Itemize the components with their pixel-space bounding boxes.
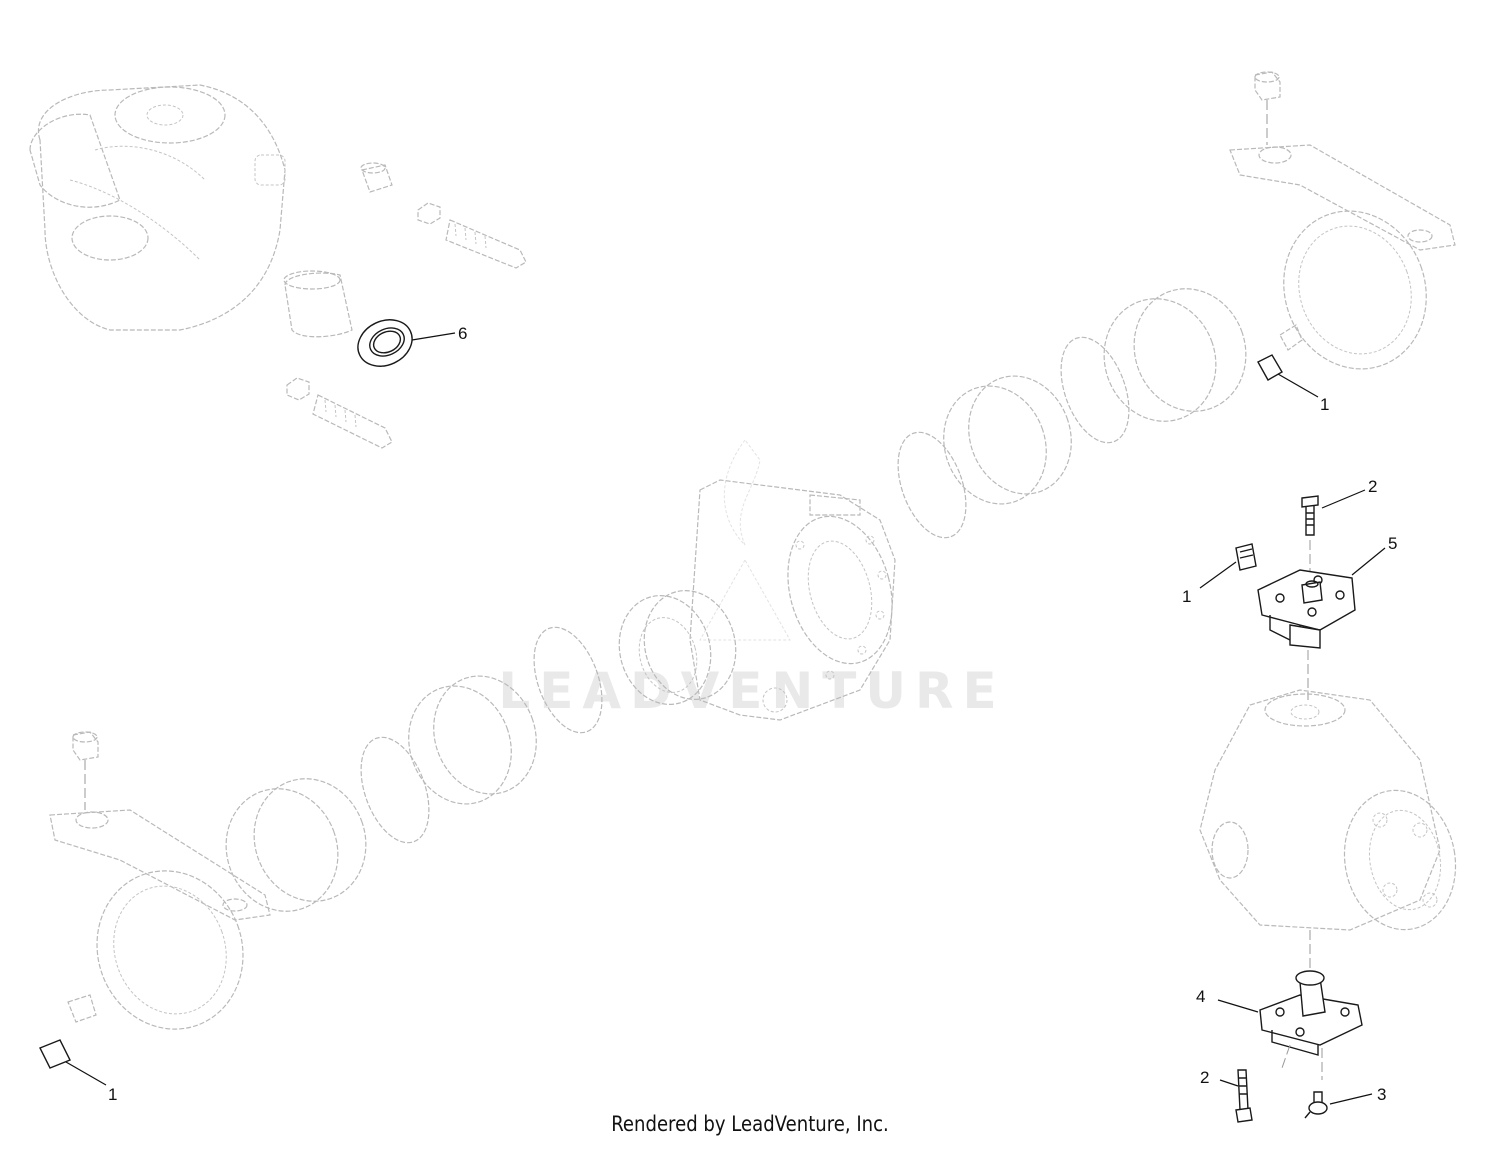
grease-fitting-right [1235, 543, 1257, 571]
bushing-small [360, 162, 393, 193]
axle-rings-upper [897, 288, 1247, 539]
lower-left-grease-fitting [39, 994, 97, 1069]
upper-king-pin-cap [1257, 569, 1356, 649]
axle-rings-lower [225, 626, 603, 912]
callout-1-upper-right: 1 [1277, 373, 1329, 414]
callout-label: 2 [1368, 477, 1377, 496]
callout-1-right: 1 [1182, 561, 1237, 606]
upper-right-steering-arm [1229, 71, 1456, 370]
lower-king-pin-cap [1259, 970, 1363, 1056]
watermark-text: LEADVENTURE [498, 662, 1005, 720]
callout-label: 1 [108, 1085, 117, 1104]
centerline-bottom [1281, 1044, 1323, 1080]
render-credit: Rendered by LeadVenture, Inc. [611, 1112, 889, 1136]
callout-label: 5 [1388, 534, 1397, 553]
lower-bolt-right [1235, 1069, 1253, 1123]
callout-2-bottom: 2 [1200, 1068, 1239, 1087]
lower-left-steering-arm [49, 731, 271, 1030]
callout-5: 5 [1351, 534, 1397, 576]
callout-1-lower-left: 1 [65, 1061, 117, 1104]
upper-bolt [417, 202, 527, 269]
callout-2-top: 2 [1321, 477, 1377, 509]
large-bushing [283, 270, 353, 338]
callout-label: 2 [1200, 1068, 1209, 1087]
upper-right-grease-fitting [1257, 324, 1303, 381]
upper-left-knuckle [29, 84, 286, 331]
callout-label: 1 [1182, 587, 1191, 606]
seal-ring [357, 319, 413, 367]
differential-housing [618, 479, 896, 721]
grease-fitting-bottom [1304, 1091, 1328, 1119]
callout-label: 3 [1377, 1085, 1386, 1104]
lower-bolt [286, 377, 393, 449]
right-steering-knuckle [1199, 689, 1457, 931]
callout-3: 3 [1329, 1085, 1386, 1105]
watermark: LEADVENTURE [498, 439, 1005, 720]
callout-label: 6 [458, 324, 467, 343]
callout-4: 4 [1196, 987, 1259, 1013]
upper-bolt-right [1301, 495, 1319, 536]
callout-label: 1 [1320, 395, 1329, 414]
callout-label: 4 [1196, 987, 1205, 1006]
callout-6: 6 [411, 324, 467, 343]
